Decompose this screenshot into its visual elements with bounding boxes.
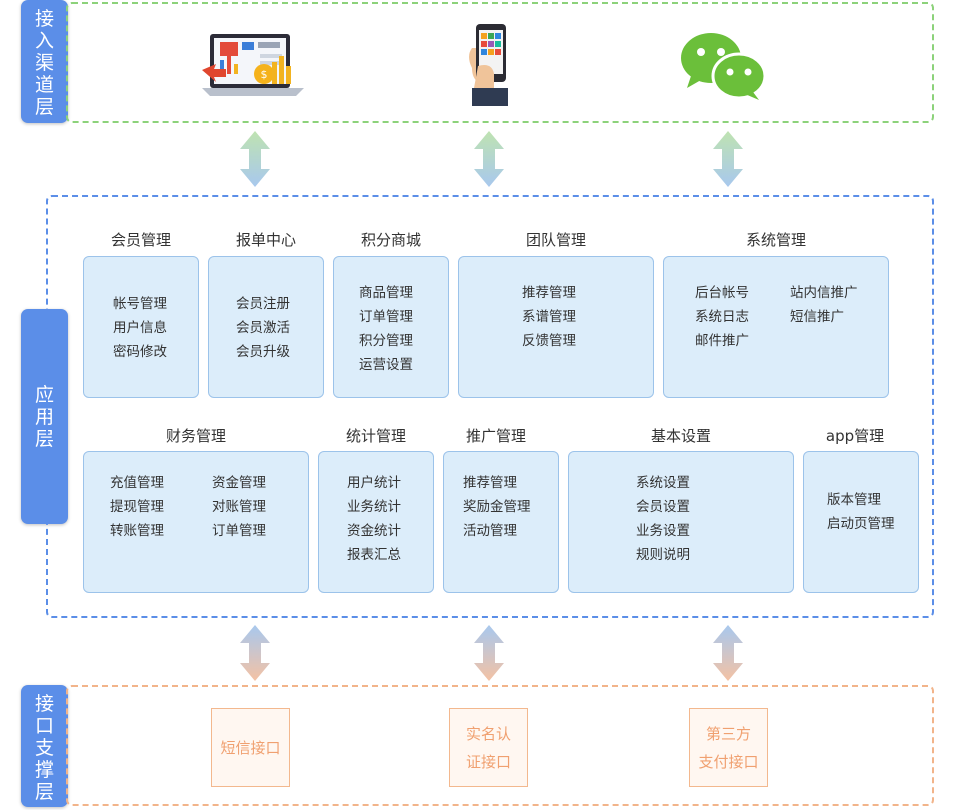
module-item: 后台帐号 <box>695 285 749 301</box>
module-title-stats: 统计管理 <box>345 427 406 445</box>
interface-auth-line2: 证接口 <box>465 752 511 771</box>
module-item: 密码修改 <box>113 344 167 360</box>
module-box-member: 帐号管理 用户信息 密码修改 <box>83 256 199 398</box>
module-item: 规则说明 <box>636 547 690 563</box>
module-item: 短信推广 <box>790 309 844 325</box>
computer-icon: $ <box>202 34 304 96</box>
module-title-member: 会员管理 <box>110 231 171 249</box>
interface-box-sms: 短信接口 <box>211 708 290 787</box>
module-box-basic: 系统设置 会员设置 业务设置 规则说明 <box>568 451 794 593</box>
layer-label-application: 应用层 <box>21 309 68 524</box>
module-item: 会员升级 <box>236 344 290 360</box>
interface-auth-line1: 实名认 <box>465 724 511 743</box>
module-item: 资金管理 <box>212 475 266 491</box>
module-item: 对账管理 <box>212 499 266 515</box>
module-item: 提现管理 <box>110 499 164 515</box>
module-item: 会员设置 <box>636 499 690 515</box>
module-box-team: 推荐管理 系谱管理 反馈管理 <box>458 256 654 398</box>
module-item: 反馈管理 <box>522 333 576 349</box>
module-item: 邮件推广 <box>695 333 749 349</box>
module-item: 业务设置 <box>636 523 690 539</box>
module-item: 商品管理 <box>359 285 413 301</box>
interface-pay-line1: 第三方 <box>705 724 751 743</box>
arrow-app-interface-3 <box>713 625 743 681</box>
module-item: 会员激活 <box>236 320 290 336</box>
module-box-system: 后台帐号 系统日志 邮件推广 站内信推广 短信推广 <box>663 256 889 398</box>
module-item: 站内信推广 <box>790 285 858 301</box>
module-item: 活动管理 <box>463 523 517 539</box>
arrow-app-interface-1 <box>240 625 270 681</box>
wechat-icon <box>681 33 767 100</box>
module-item: 系统设置 <box>636 475 690 491</box>
module-box-app: 版本管理 启动页管理 <box>803 451 919 593</box>
module-box-report: 会员注册 会员激活 会员升级 <box>208 256 324 398</box>
mobile-phone-icon <box>469 24 508 106</box>
module-item: 报表汇总 <box>347 547 401 563</box>
module-box-mall: 商品管理 订单管理 积分管理 运营设置 <box>333 256 449 398</box>
module-title-team: 团队管理 <box>525 231 586 249</box>
module-title-report: 报单中心 <box>235 231 296 249</box>
interface-pay-line2: 支付接口 <box>698 752 759 771</box>
arrow-app-interface-2 <box>474 625 504 681</box>
module-item: 启动页管理 <box>827 516 895 532</box>
module-item: 运营设置 <box>359 357 413 373</box>
module-title-app: app管理 <box>825 427 885 445</box>
module-item: 用户统计 <box>347 475 401 491</box>
layer-label-application-text: 应用层 <box>34 384 54 450</box>
module-title-promo: 推广管理 <box>465 427 526 445</box>
layer-label-interface-text: 接口支撑层 <box>34 693 54 803</box>
module-title-finance: 财务管理 <box>165 427 226 445</box>
module-item: 推荐管理 <box>463 475 517 491</box>
module-item: 帐号管理 <box>113 296 167 312</box>
module-item: 用户信息 <box>113 320 167 336</box>
module-item: 推荐管理 <box>522 285 576 301</box>
module-item: 会员注册 <box>236 296 290 312</box>
layer-label-channel-text: 接入渠道层 <box>34 8 54 118</box>
module-item: 订单管理 <box>212 523 266 539</box>
arrow-channel-app-3 <box>713 131 743 187</box>
module-item: 积分管理 <box>359 333 413 349</box>
module-item: 系谱管理 <box>522 309 576 325</box>
arrow-channel-app-2 <box>474 131 504 187</box>
layer-label-channel: 接入渠道层 <box>21 0 68 123</box>
application-layer-frame <box>46 195 934 618</box>
module-box-finance: 充值管理 提现管理 转账管理 资金管理 对账管理 订单管理 <box>83 451 309 593</box>
module-box-promo: 推荐管理 奖励金管理 活动管理 <box>443 451 559 593</box>
interface-box-pay: 第三方 支付接口 <box>689 708 768 787</box>
module-item: 资金统计 <box>347 523 401 539</box>
module-title-system: 系统管理 <box>745 231 806 249</box>
layer-label-interface: 接口支撑层 <box>21 685 68 807</box>
module-item: 系统日志 <box>695 309 749 325</box>
module-box-stats: 用户统计 业务统计 资金统计 报表汇总 <box>318 451 434 593</box>
module-title-mall: 积分商城 <box>360 231 421 249</box>
module-title-basic: 基本设置 <box>650 427 711 445</box>
interface-layer-frame <box>66 685 934 806</box>
module-item: 业务统计 <box>347 499 401 515</box>
module-item: 版本管理 <box>827 492 881 508</box>
module-item: 奖励金管理 <box>463 499 531 515</box>
module-item: 转账管理 <box>110 523 164 539</box>
interface-sms-line1: 短信接口 <box>220 738 281 757</box>
channel-layer-frame <box>66 2 934 123</box>
interface-box-auth: 实名认 证接口 <box>449 708 528 787</box>
module-item: 订单管理 <box>359 309 413 325</box>
arrow-channel-app-1 <box>240 131 270 187</box>
module-item: 充值管理 <box>110 475 164 491</box>
svg-text:$: $ <box>261 68 268 81</box>
